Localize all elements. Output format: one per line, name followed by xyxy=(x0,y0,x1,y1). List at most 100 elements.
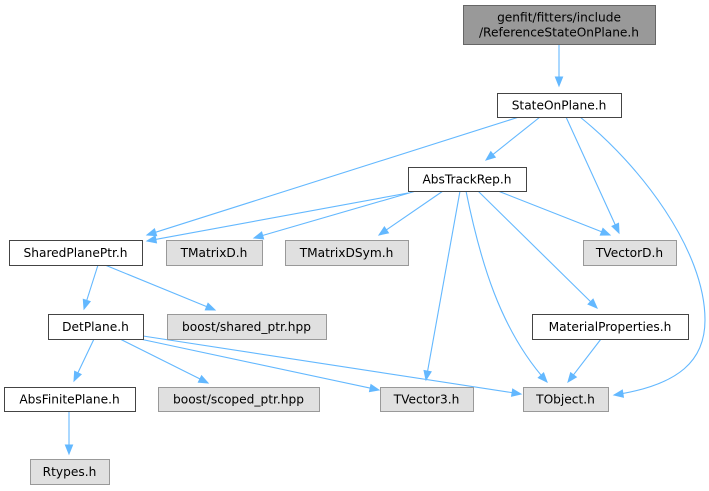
edge-abstrackrep-to-sharedplaneptr-arrowhead xyxy=(145,235,158,244)
node-box xyxy=(30,459,110,485)
edge-abstrackrep-to-tvector3-arrowhead xyxy=(423,369,432,382)
node-box xyxy=(583,240,677,266)
node-tvectord: TVectorD.h xyxy=(583,240,677,266)
node-box xyxy=(166,240,263,266)
node-root: genfit/fitters/include/ReferenceStateOnP… xyxy=(463,5,656,45)
edge-sharedplaneptr-to-boost_shared-arrowhead xyxy=(204,302,217,311)
node-box xyxy=(48,314,144,340)
node-tvector3: TVector3.h xyxy=(380,387,474,412)
edge-stateonplane-to-abstrackrep-line xyxy=(491,116,541,156)
edge-absfiniteplane-to-rtypes-arrowhead xyxy=(64,444,74,456)
edge-detplane-to-boost_scoped-line xyxy=(119,338,202,380)
edge-stateonplane-to-abstrackrep xyxy=(484,116,541,161)
node-label: AbsFinitePlane.h xyxy=(19,393,119,407)
edge-abstrackrep-to-tvectord-arrowhead xyxy=(599,227,612,236)
edge-detplane-to-tvector3-line xyxy=(139,338,372,389)
node-box xyxy=(532,314,689,340)
edge-materialprops-to-tobject xyxy=(567,338,602,384)
edge-abstrackrep-to-sharedplaneptr xyxy=(145,192,409,244)
node-box xyxy=(523,387,609,412)
node-label: /ReferenceStateOnPlane.h xyxy=(479,26,639,40)
node-label: StateOnPlane.h xyxy=(512,99,607,113)
node-boost_scoped: boost/scoped_ptr.hpp xyxy=(158,387,320,412)
node-rtypes: Rtypes.h xyxy=(30,459,110,485)
node-box xyxy=(158,387,320,412)
edge-detplane-to-tobject-arrowhead xyxy=(510,388,523,397)
edge-abstrackrep-to-tvectord-line xyxy=(497,190,603,233)
edge-layer xyxy=(64,44,706,456)
edge-detplane-to-tobject-line xyxy=(142,335,514,394)
node-label: boost/scoped_ptr.hpp xyxy=(173,393,304,407)
node-box xyxy=(285,240,409,266)
node-boost_shared: boost/shared_ptr.hpp xyxy=(167,314,327,340)
edge-detplane-to-tvector3-arrowhead xyxy=(368,383,381,393)
edge-abstrackrep-to-tmatrixd-arrowhead xyxy=(252,231,265,240)
edge-materialprops-to-tobject-line xyxy=(572,338,602,376)
node-abstrackrep[interactable]: AbsTrackRep.h xyxy=(408,167,527,192)
edge-abstrackrep-to-tobject xyxy=(465,190,548,383)
node-label: TObject.h xyxy=(535,393,595,407)
edge-abstrackrep-to-tvector3-line xyxy=(426,190,461,373)
edge-stateonplane-to-tobject-line xyxy=(579,116,706,396)
edge-root-to-stateonplane-arrowhead xyxy=(554,76,564,88)
node-box xyxy=(4,387,136,412)
node-label: TVectorD.h xyxy=(595,246,663,260)
edge-detplane-to-absfiniteplane-line xyxy=(76,338,95,375)
node-box xyxy=(497,93,622,118)
edge-sharedplaneptr-to-detplane-arrowhead xyxy=(82,298,92,311)
node-label: SharedPlanePtr.h xyxy=(24,246,128,260)
node-stateonplane[interactable]: StateOnPlane.h xyxy=(497,93,622,118)
node-box xyxy=(463,5,656,45)
node-box xyxy=(9,240,143,266)
edge-stateonplane-to-tvectord-line xyxy=(565,116,617,226)
edge-abstrackrep-to-sharedplaneptr-line xyxy=(154,192,409,241)
node-label: boost/shared_ptr.hpp xyxy=(182,320,311,334)
edge-detplane-to-absfiniteplane xyxy=(73,338,95,383)
node-label: AbsTrackRep.h xyxy=(422,173,511,187)
node-tmatrixd: TMatrixD.h xyxy=(166,240,263,266)
edge-detplane-to-boost_scoped xyxy=(119,338,210,384)
node-label: MaterialProperties.h xyxy=(549,320,672,334)
node-label: DetPlane.h xyxy=(62,320,129,334)
edge-stateonplane-to-abstrackrep-arrowhead xyxy=(484,150,497,161)
edge-detplane-to-tobject xyxy=(142,335,523,397)
edge-abstrackrep-to-tobject-line xyxy=(465,190,548,383)
edge-abstrackrep-to-tvectord xyxy=(497,190,612,236)
node-tobject: TObject.h xyxy=(523,387,609,412)
node-label: TMatrixD.h xyxy=(180,246,248,260)
edge-root-to-stateonplane xyxy=(554,44,564,88)
node-box xyxy=(408,167,527,192)
node-materialprops[interactable]: MaterialProperties.h xyxy=(532,314,689,340)
edge-abstrackrep-to-materialprops-arrowhead xyxy=(587,298,598,309)
edge-materialprops-to-tobject-arrowhead xyxy=(567,371,578,384)
edge-abstrackrep-to-tmatrixd-line xyxy=(261,190,417,237)
node-sharedplaneptr[interactable]: SharedPlanePtr.h xyxy=(9,240,143,266)
node-tmatrixdsym: TMatrixDSym.h xyxy=(285,240,409,266)
edge-abstrackrep-to-tmatrixd xyxy=(252,190,417,240)
edge-abstrackrep-to-tobject-arrowhead xyxy=(537,372,548,383)
node-layer: genfit/fitters/include/ReferenceStateOnP… xyxy=(4,5,689,485)
edge-abstrackrep-to-tmatrixdsym xyxy=(377,190,444,236)
edge-sharedplaneptr-to-detplane xyxy=(82,264,99,311)
edge-abstrackrep-to-materialprops xyxy=(477,190,598,309)
node-label: genfit/fitters/include xyxy=(497,11,621,25)
node-box xyxy=(380,387,474,412)
node-detplane[interactable]: DetPlane.h xyxy=(48,314,144,340)
edge-sharedplaneptr-to-boost_shared xyxy=(104,264,217,311)
edge-stateonplane-to-tobject-arrowhead xyxy=(612,389,625,398)
edge-stateonplane-to-sharedplaneptr xyxy=(145,116,520,237)
edge-detplane-to-boost_scoped-arrowhead xyxy=(197,374,210,384)
edge-sharedplaneptr-to-boost_shared-line xyxy=(104,264,208,308)
node-box xyxy=(167,314,327,340)
edge-stateonplane-to-sharedplaneptr-line xyxy=(154,116,520,234)
node-label: TMatrixDSym.h xyxy=(299,246,394,260)
edge-stateonplane-to-sharedplaneptr-arrowhead xyxy=(145,227,158,237)
node-absfiniteplane[interactable]: AbsFinitePlane.h xyxy=(4,387,136,412)
edge-stateonplane-to-tvectord xyxy=(565,116,620,235)
edge-abstrackrep-to-materialprops-line xyxy=(477,190,592,303)
edge-detplane-to-absfiniteplane-arrowhead xyxy=(73,370,83,383)
edge-stateonplane-to-tobject xyxy=(579,116,706,398)
edge-abstrackrep-to-tvector3 xyxy=(423,190,461,382)
edge-detplane-to-tvector3 xyxy=(139,338,381,393)
